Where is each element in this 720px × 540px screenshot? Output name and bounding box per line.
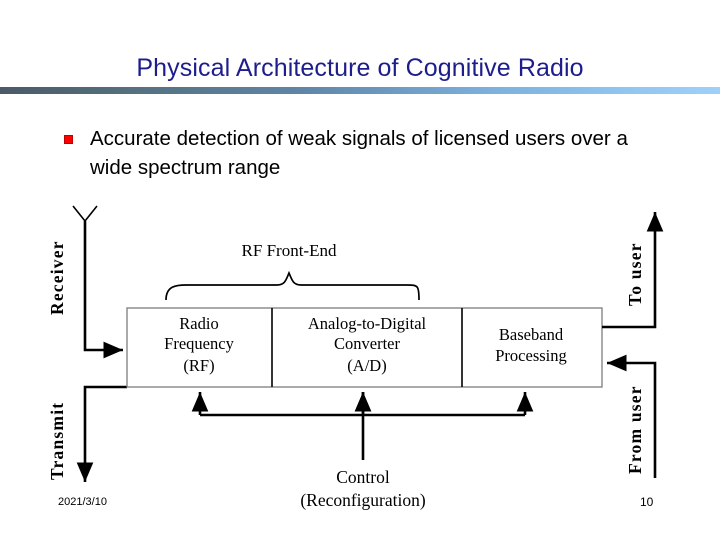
box-rf-line-3: (RF)	[183, 356, 214, 375]
box-baseband-line-2: Processing	[495, 346, 567, 365]
box-label-rf: Radio Frequency (RF)	[164, 314, 234, 375]
to-user-path	[602, 212, 664, 329]
label-reconfiguration: (Reconfiguration)	[300, 490, 426, 510]
label-rf-front-end: RF Front-End	[242, 241, 337, 260]
box-rf-line-2: Frequency	[164, 334, 234, 353]
footer-date: 2021/3/10	[58, 496, 107, 508]
architecture-diagram: Receiver Transmit RF Front-End Radio Fre…	[0, 190, 720, 510]
rf-front-end-brace	[165, 270, 420, 301]
title-divider	[0, 87, 720, 94]
box-label-baseband: Baseband Processing	[495, 325, 567, 365]
box-adc-line-3: (A/D)	[347, 356, 386, 375]
architecture-box-group	[126, 307, 603, 388]
label-transmit: Transmit	[47, 402, 67, 480]
label-control: Control	[336, 467, 390, 487]
box-adc-line-2: Converter	[334, 334, 400, 353]
page-title: Physical Architecture of Cognitive Radio	[136, 54, 584, 82]
label-from-user: From user	[625, 385, 645, 474]
label-receiver: Receiver	[47, 240, 67, 315]
label-to-user: To user	[625, 242, 645, 306]
box-adc-line-1: Analog-to-Digital	[308, 314, 427, 333]
box-label-adc: Analog-to-Digital Converter (A/D)	[308, 314, 427, 375]
antenna-icon	[72, 205, 98, 322]
control-bus	[191, 392, 534, 460]
red-square-bullet-icon	[64, 135, 73, 144]
receiver-signal-path	[83, 322, 123, 359]
list-item: Accurate detection of weak signals of li…	[62, 124, 662, 182]
from-user-path	[607, 354, 657, 478]
footer-page-number: 10	[640, 495, 654, 509]
bullet-text: Accurate detection of weak signals of li…	[90, 127, 628, 179]
box-baseband-line-1: Baseband	[499, 325, 564, 344]
transmit-signal-path	[76, 385, 127, 482]
bullet-list: Accurate detection of weak signals of li…	[62, 124, 662, 182]
box-rf-line-1: Radio	[179, 314, 218, 333]
